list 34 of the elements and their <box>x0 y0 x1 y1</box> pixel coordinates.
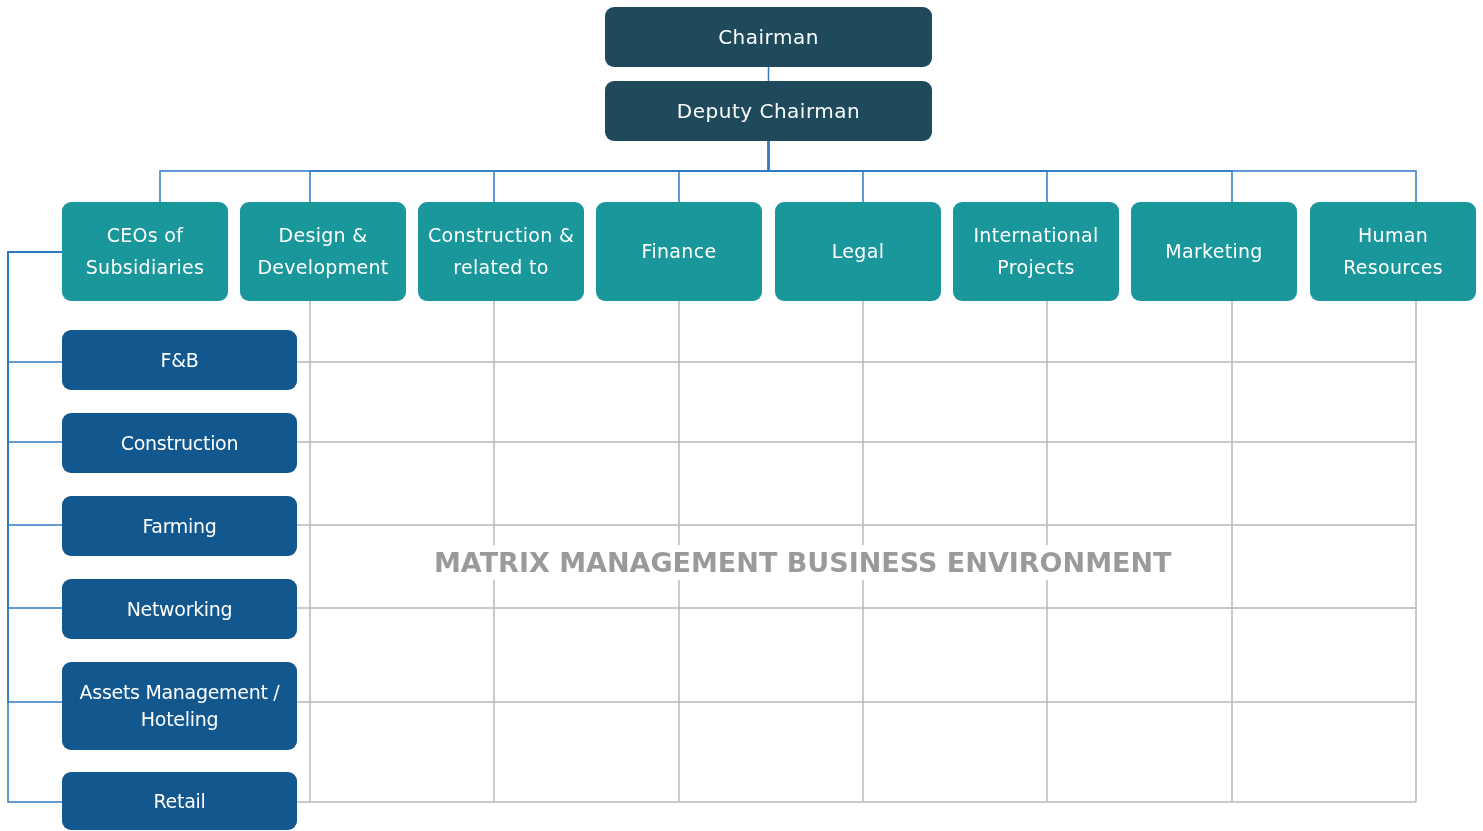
node-label: International Projects <box>972 223 1100 280</box>
subsidiary-box <box>62 662 297 750</box>
node-label: Human Resources <box>1342 223 1444 280</box>
node-label: CEOs of Subsidiaries <box>84 223 206 280</box>
node-label: Networking <box>126 596 233 622</box>
subsidiary-box <box>62 496 297 556</box>
node-label: Finance <box>641 238 717 264</box>
connector-line <box>7 251 63 803</box>
department-box <box>1310 202 1476 301</box>
node-label: Farming <box>142 513 217 539</box>
department-box <box>775 202 941 301</box>
subsidiary-box <box>62 413 297 473</box>
subsidiary-box <box>62 772 297 830</box>
connector-line <box>767 140 1417 203</box>
node-label: Marketing <box>1165 238 1263 264</box>
node-label: Construction & related to <box>426 223 575 280</box>
department-box <box>1131 202 1297 301</box>
node-label: Retail <box>153 788 206 814</box>
node-label: Deputy Chairman <box>676 98 861 125</box>
executive-box <box>605 81 932 141</box>
executive-box <box>605 7 932 67</box>
department-box <box>62 202 228 301</box>
subsidiary-box <box>62 330 297 390</box>
department-box <box>596 202 762 301</box>
node-label: F&B <box>160 347 199 373</box>
node-label: Construction <box>120 430 239 456</box>
department-box <box>953 202 1119 301</box>
node-label: Assets Management / Hoteling <box>78 680 281 732</box>
node-label: Legal <box>831 238 885 264</box>
department-box <box>240 202 406 301</box>
node-label: Design & Development <box>256 223 390 280</box>
department-box <box>418 202 584 301</box>
subsidiary-box <box>62 579 297 639</box>
node-label: Chairman <box>718 24 819 51</box>
